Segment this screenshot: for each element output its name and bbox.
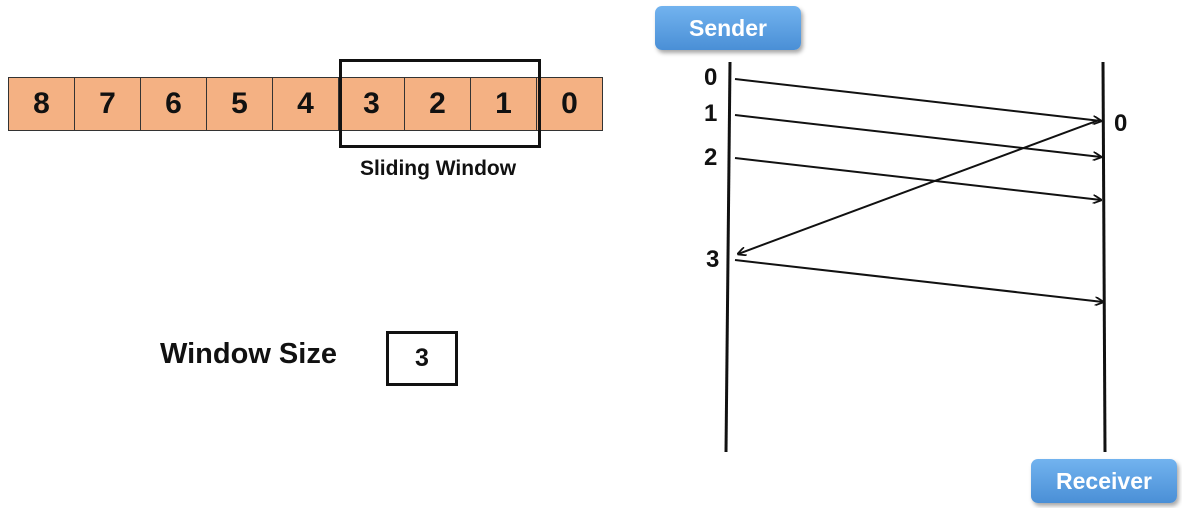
frame-cell: 3 [339,78,405,130]
frame-2-arrow [734,157,1101,200]
window-size-value: 3 [386,331,458,386]
frame-cell: 5 [207,78,273,130]
ack-0-arrow [738,119,1100,254]
frame-1-arrow [734,114,1101,157]
frame-3-arrow [734,259,1103,302]
frame-0-arrow [734,78,1101,121]
receiver-timeline [1101,61,1107,453]
sender-seq-label: 2 [704,144,718,171]
frame-cell: 4 [273,78,339,130]
window-size-label: Window Size [160,338,337,370]
sender-timeline [724,61,732,453]
frame-cell: 2 [405,78,471,130]
sender-badge: Sender [655,6,801,50]
frame-cell: 6 [141,78,207,130]
sender-seq-label: 1 [704,100,718,127]
sender-seq-label: 0 [704,64,718,91]
frame-cell: 8 [9,78,75,130]
receiver-ack-label: 0 [1114,110,1128,137]
frame-cell: 1 [471,78,537,130]
sliding-window-box [339,59,541,148]
receiver-badge: Receiver [1031,459,1177,503]
sliding-window-label: Sliding Window [359,157,517,180]
frame-cell: 0 [537,78,603,130]
frame-strip: 8 7 6 5 4 3 2 1 0 [8,77,603,131]
sender-seq-label: 3 [706,246,720,273]
frame-cell: 7 [75,78,141,130]
